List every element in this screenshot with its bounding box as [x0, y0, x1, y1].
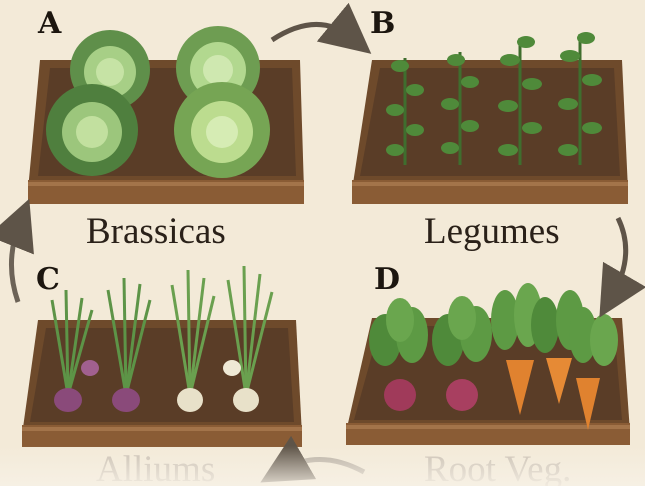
arrow-d-to-c [282, 459, 364, 472]
bed-letter-b: B [370, 6, 395, 41]
arrow-a-to-b [272, 24, 352, 40]
bed-b [352, 32, 628, 204]
bed-letter-a: A [38, 6, 61, 41]
arrow-b-to-d [612, 218, 626, 296]
red-onion [112, 388, 140, 412]
red-onion [54, 388, 82, 412]
arrow-c-to-a [11, 222, 20, 302]
bed-label-b: Legumes [424, 210, 560, 253]
bed-letter-d: D [374, 262, 400, 297]
bed-label-a: Brassicas [86, 210, 226, 253]
bed-d [346, 283, 630, 445]
white-onion [233, 388, 259, 412]
bed-letter-c: C [36, 262, 60, 297]
bed-label-d: Root Veg. [424, 448, 571, 486]
cabbage [174, 82, 270, 178]
cabbage [46, 84, 138, 176]
bed-c [22, 266, 302, 447]
white-onion [177, 388, 203, 412]
bed-a [28, 26, 304, 204]
bed-label-c: Alliums [96, 448, 215, 486]
